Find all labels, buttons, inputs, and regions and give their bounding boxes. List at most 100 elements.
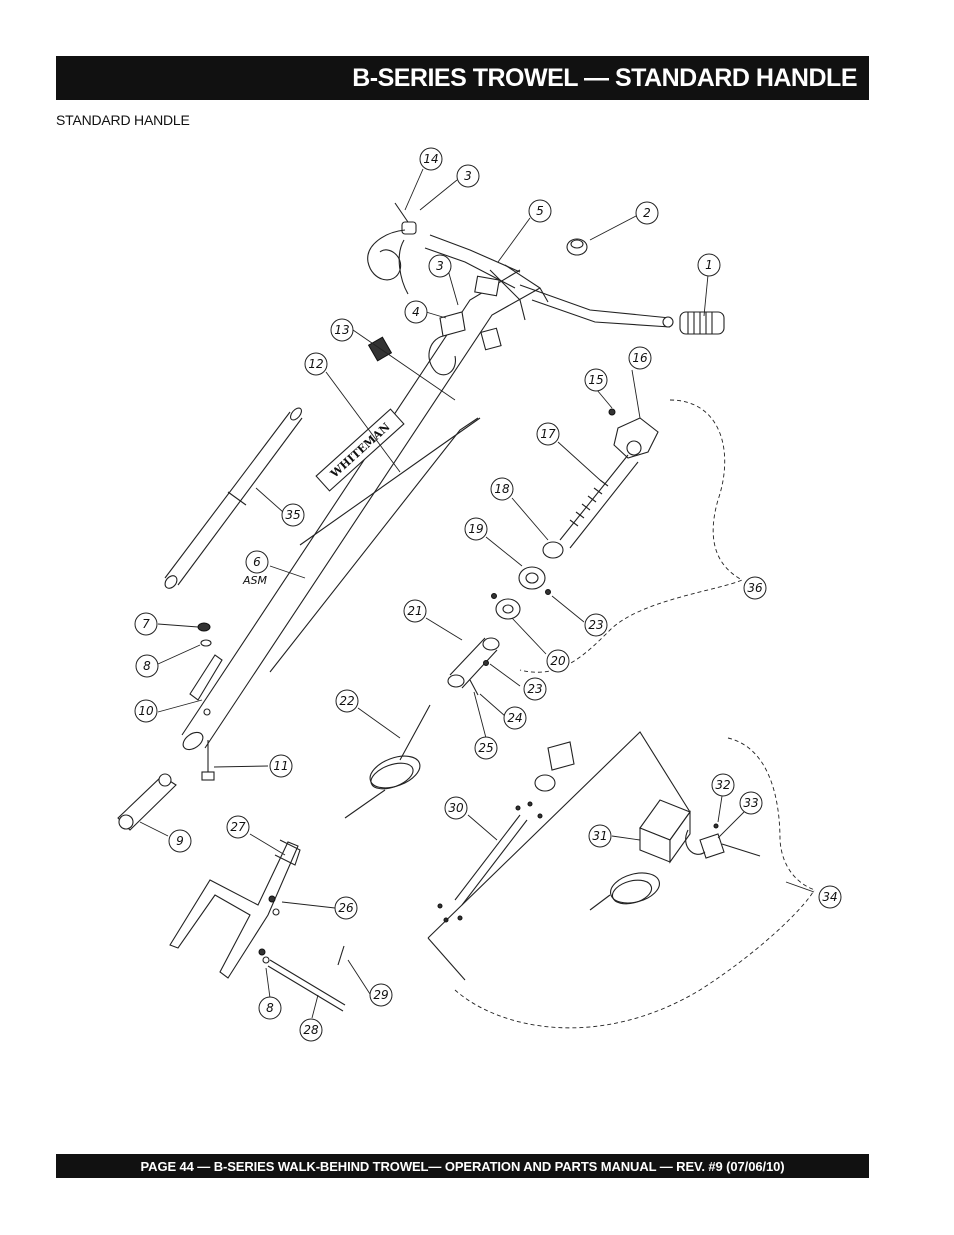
svg-text:2: 2 <box>643 206 651 220</box>
footer-text: PAGE 44 — B-SERIES WALK-BEHIND TROWEL— O… <box>140 1158 785 1174</box>
svg-text:25: 25 <box>478 741 493 755</box>
callout-23-upper: 23 <box>584 613 608 637</box>
callout-22: 22 <box>335 689 359 713</box>
leader-lines <box>139 168 815 1019</box>
svg-text:14: 14 <box>423 152 438 166</box>
svg-text:18: 18 <box>494 482 510 496</box>
svg-text:3: 3 <box>464 169 472 183</box>
svg-text:30: 30 <box>448 801 464 815</box>
svg-text:19: 19 <box>468 522 483 536</box>
callout-8-upper: 8 <box>135 654 159 678</box>
svg-text:13: 13 <box>334 323 349 337</box>
svg-text:35: 35 <box>285 508 300 522</box>
callout-32: 32 <box>711 773 735 797</box>
brand-logo-text: WHITEMAN <box>327 420 392 481</box>
callout-17: 17 <box>536 422 560 446</box>
callout-27: 27 <box>226 815 250 839</box>
callout-16: 16 <box>628 346 652 370</box>
kill-switch-assembly <box>437 741 575 923</box>
asm-note: ASM <box>242 574 268 587</box>
callout-20: 20 <box>546 649 570 673</box>
callout-10: 10 <box>134 699 158 723</box>
title-bar: B-SERIES TROWEL — STANDARD HANDLE <box>56 56 869 100</box>
svg-text:8: 8 <box>266 1001 274 1015</box>
callout-5: 5 <box>528 199 552 223</box>
callouts: 14 3 5 2 1 3 4 13 12 16 15 17 18 19 35 6… <box>134 147 842 1042</box>
svg-text:36: 36 <box>747 581 763 595</box>
callout-14: 14 <box>419 147 443 171</box>
handle-fork <box>169 839 346 1012</box>
svg-text:9: 9 <box>176 834 184 848</box>
callout-31: 31 <box>588 824 612 848</box>
callout-29: 29 <box>369 983 393 1007</box>
svg-text:26: 26 <box>338 901 354 915</box>
throttle-bracket <box>428 275 502 376</box>
callout-30: 30 <box>444 796 468 820</box>
svg-text:11: 11 <box>273 759 288 773</box>
callout-23-lower: 23 <box>523 677 547 701</box>
callout-33: 33 <box>739 791 763 815</box>
svg-text:22: 22 <box>339 694 354 708</box>
control-box <box>589 799 761 911</box>
end-plug <box>566 238 588 256</box>
svg-text:12: 12 <box>308 357 323 371</box>
callout-28: 28 <box>299 1018 323 1042</box>
main-handle-tube <box>181 234 674 751</box>
callout-13: 13 <box>330 318 354 342</box>
callout-11: 11 <box>269 754 293 778</box>
callout-4: 4 <box>404 300 428 324</box>
page-title: B-SERIES TROWEL — STANDARD HANDLE <box>352 63 857 92</box>
svg-text:31: 31 <box>592 829 607 843</box>
callout-7: 7 <box>134 612 158 636</box>
svg-text:6: 6 <box>253 555 261 569</box>
svg-text:10: 10 <box>138 704 154 718</box>
svg-text:23: 23 <box>527 682 542 696</box>
svg-text:34: 34 <box>822 890 837 904</box>
callout-19: 19 <box>464 517 488 541</box>
callout-18: 18 <box>490 477 514 501</box>
callout-25: 25 <box>474 736 498 760</box>
svg-text:5: 5 <box>536 204 544 218</box>
svg-text:8: 8 <box>143 659 151 673</box>
svg-text:32: 32 <box>715 778 730 792</box>
svg-text:4: 4 <box>412 305 420 319</box>
pivot-tube <box>447 637 500 696</box>
svg-text:29: 29 <box>373 988 388 1002</box>
callout-34: 34 <box>818 885 842 909</box>
lower-hardware <box>117 622 223 831</box>
callout-15: 15 <box>584 368 608 392</box>
svg-text:1: 1 <box>705 258 713 272</box>
callout-2: 2 <box>635 201 659 225</box>
svg-text:17: 17 <box>540 427 556 441</box>
hand-grip <box>679 311 725 335</box>
whiteman-decal: WHITEMAN <box>315 408 405 492</box>
callout-12: 12 <box>304 352 328 376</box>
callout-24: 24 <box>503 706 527 730</box>
svg-text:21: 21 <box>407 604 422 618</box>
svg-text:27: 27 <box>230 820 246 834</box>
knob-assembly <box>491 408 659 620</box>
callout-9: 9 <box>168 829 192 853</box>
throttle-lever <box>367 202 417 295</box>
callout-36: 36 <box>743 576 767 600</box>
svg-text:7: 7 <box>142 617 150 631</box>
callout-3-upper: 3 <box>456 164 480 188</box>
callout-35: 35 <box>281 503 305 527</box>
svg-text:28: 28 <box>303 1023 319 1037</box>
kit-boundary-lines <box>427 399 816 1029</box>
svg-text:15: 15 <box>588 373 603 387</box>
svg-text:33: 33 <box>743 796 758 810</box>
section-label: STANDARD HANDLE <box>56 112 190 128</box>
callout-6: 6 <box>245 550 269 574</box>
throttle-cable <box>344 704 431 819</box>
svg-text:20: 20 <box>550 654 566 668</box>
svg-text:23: 23 <box>588 618 603 632</box>
callout-8-lower: 8 <box>258 996 282 1020</box>
callout-21: 21 <box>403 599 427 623</box>
footer-bar: PAGE 44 — B-SERIES WALK-BEHIND TROWEL— O… <box>56 1154 869 1178</box>
svg-text:24: 24 <box>507 711 522 725</box>
callout-3-lower: 3 <box>428 254 452 278</box>
svg-text:16: 16 <box>632 351 648 365</box>
extension-tube <box>164 407 303 589</box>
